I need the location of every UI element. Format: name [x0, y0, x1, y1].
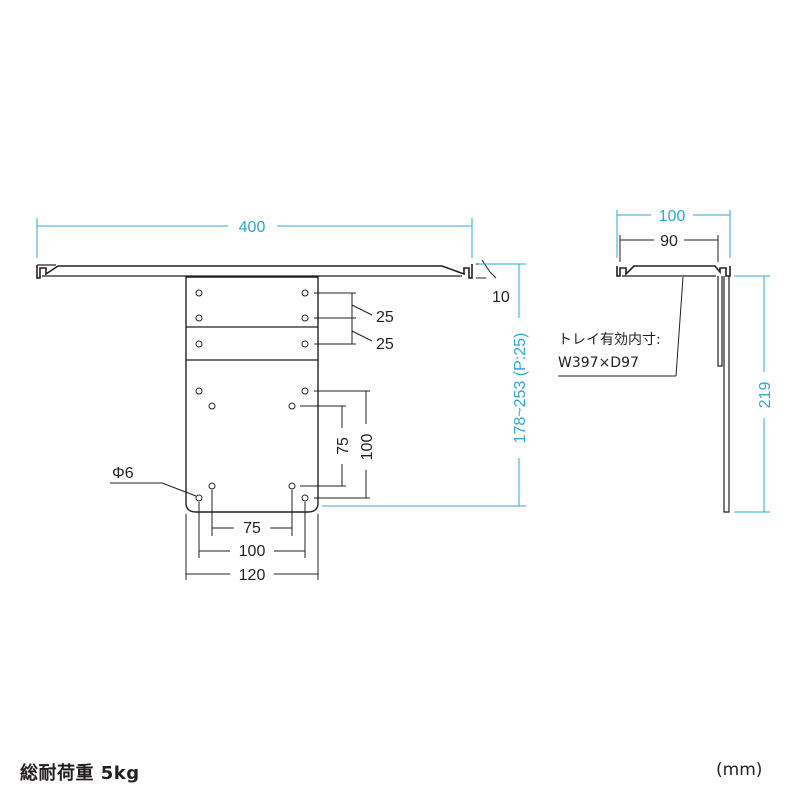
- hole: [301, 494, 309, 502]
- hole: [208, 402, 216, 410]
- side-plate-bracket: [717, 276, 723, 367]
- mount-holes: [195, 289, 309, 502]
- tray-inner-size-note: トレイ有効内寸: W397×D97: [558, 276, 684, 377]
- hole: [301, 340, 309, 348]
- hole: [301, 387, 309, 395]
- hole: [195, 289, 203, 297]
- dim-height-range: 178~253 (P:25): [322, 263, 529, 507]
- hole: [195, 314, 203, 322]
- dim-vesa-vertical: 75 100: [300, 390, 376, 499]
- dim-hole-diameter: Φ6: [110, 465, 197, 497]
- dim-100-horizontal-label: 100: [239, 543, 266, 560]
- dim-side-100: 100: [616, 208, 731, 258]
- dim-side-100-label: 100: [659, 208, 686, 225]
- unit-label: (mm): [716, 760, 763, 780]
- tray-outline: [36, 264, 473, 279]
- load-capacity-label: 総耐荷重 5kg: [20, 763, 140, 784]
- dim-side-90: 90: [619, 233, 719, 262]
- dim-lip-10: 10: [476, 259, 510, 306]
- dim-75-horizontal-label: 75: [243, 520, 261, 537]
- hole: [288, 402, 296, 410]
- dim-10-label: 10: [492, 289, 510, 306]
- front-view: 400 10 25 25 178~253 (P:25): [36, 218, 529, 584]
- hole: [195, 387, 203, 395]
- dim-width-400: 400: [36, 218, 473, 258]
- dim-height-range-label: 178~253 (P:25): [512, 333, 529, 444]
- dim-side-219: 219: [734, 275, 774, 513]
- mount-plate: [185, 276, 319, 513]
- hole: [301, 314, 309, 322]
- tray-note-line-2: W397×D97: [558, 355, 639, 371]
- dim-25-upper-label: 25: [376, 309, 394, 326]
- hole: [208, 482, 216, 490]
- dim-100-vertical-label: 100: [359, 434, 376, 461]
- side-tray-outline: [616, 265, 731, 277]
- hole: [301, 289, 309, 297]
- hole: [195, 340, 203, 348]
- tray-note-line-1: トレイ有効内寸:: [558, 332, 661, 348]
- side-plate: [723, 276, 730, 513]
- side-view: 100 90 219 トレイ有効内寸: W397×D97: [558, 208, 774, 513]
- dim-side-90-label: 90: [660, 233, 678, 250]
- dim-75-vertical-label: 75: [335, 437, 352, 455]
- dim-400-label: 400: [239, 219, 266, 236]
- dim-vesa-horizontal: 75 100 120: [185, 490, 319, 584]
- hole: [288, 482, 296, 490]
- dim-side-219-label: 219: [757, 382, 774, 409]
- hole: [195, 494, 203, 502]
- dim-25-lower-label: 25: [376, 336, 394, 353]
- hole-diameter-label: Φ6: [112, 465, 134, 482]
- dim-120-label: 120: [239, 567, 266, 584]
- dim-pitch: 25 25: [314, 292, 394, 353]
